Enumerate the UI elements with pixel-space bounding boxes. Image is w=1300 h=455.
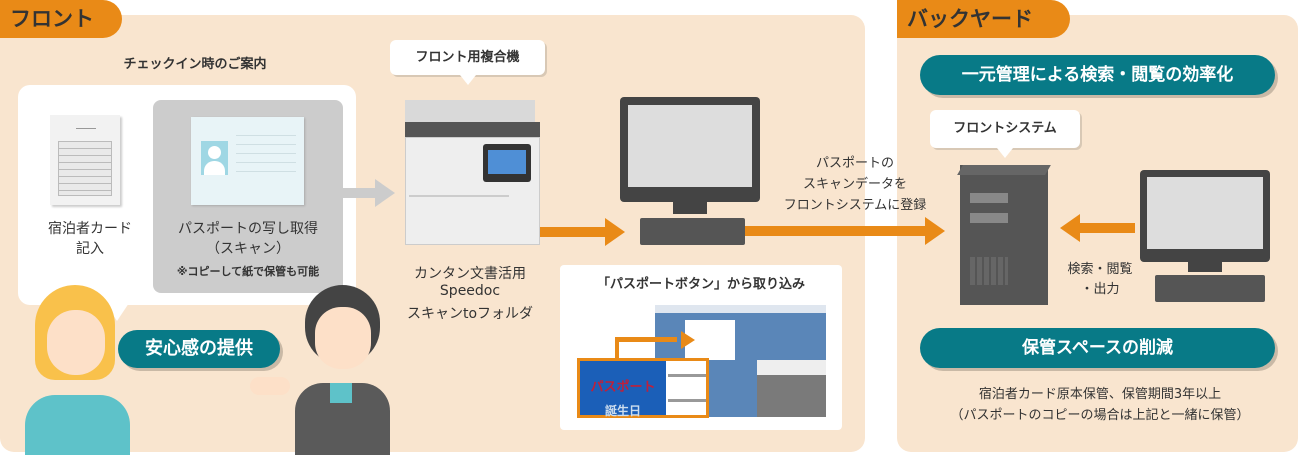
search-text-2: ・出力 [1080, 282, 1120, 297]
guest-illustration [25, 285, 135, 455]
software-line-3: スキャンtoフォルダ [406, 306, 534, 322]
card-label-1: 宿泊者カード [48, 221, 132, 237]
monitor-stand [673, 202, 707, 214]
register-text-1: パスポートの [815, 156, 894, 171]
server-tower-icon [957, 165, 1051, 305]
centralized-badge: 一元管理による検索・閲覧の効率化 [920, 55, 1275, 95]
document-icon [50, 115, 120, 205]
multifunction-printer-icon [405, 100, 540, 245]
card-label-2: 記入 [76, 241, 104, 257]
birthday-row: 誕生日 [604, 404, 641, 418]
software-line-2: Speedoc [439, 283, 501, 299]
storage-note-1: 宿泊者カード原本保管、保管期間3年以上 [978, 387, 1222, 402]
orange-pointer-arrow-head [615, 331, 695, 349]
register-text-2: スキャンデータを [802, 177, 907, 192]
passport-label-2: （スキャン） [206, 241, 290, 257]
backyard-tab: バックヤード [897, 0, 1070, 38]
passport-label-1: パスポートの写し取得 [178, 221, 318, 237]
space-reduction-badge: 保管スペースの削減 [920, 328, 1275, 368]
register-text-3: フロントシステムに登録 [783, 198, 927, 213]
keyboard-icon-backyard [1155, 275, 1265, 302]
orange-arrow-left [1060, 214, 1135, 242]
passport-note: ※コピーして紙で保管も可能 [176, 265, 320, 278]
monitor-icon [620, 97, 760, 202]
mfp-callout: フロント用複合機 [390, 40, 545, 85]
passport-button: パスポート [590, 380, 656, 395]
storage-note-2: （パスポートのコピーの場合は上記と一緒に保管） [950, 408, 1250, 423]
reassurance-badge: 安心感の提供 [118, 330, 280, 368]
gray-arrow [343, 179, 395, 207]
checkin-title: チェックイン時のご案内 [123, 57, 267, 72]
front-tab: フロント [0, 0, 122, 38]
system-callout: フロントシステム [930, 110, 1080, 158]
import-title: 「パスポートボタン」から取り込み [596, 277, 805, 292]
orange-arrow-to-system [745, 217, 945, 245]
monitor-icon-backyard [1140, 170, 1270, 262]
passport-button-zoom: パスポート 誕生日 [577, 358, 709, 418]
staff-illustration [250, 285, 390, 455]
orange-pointer-arrow [615, 340, 619, 360]
search-text-1: 検索・閲覧 [1067, 262, 1133, 277]
software-line-1: カンタン文書活用 [414, 266, 526, 282]
monitor-stand-backyard [1188, 262, 1222, 272]
person-photo-icon [201, 141, 228, 175]
passport-icon [191, 117, 304, 205]
keyboard-icon [640, 218, 745, 245]
orange-arrow-to-pc [540, 218, 625, 246]
